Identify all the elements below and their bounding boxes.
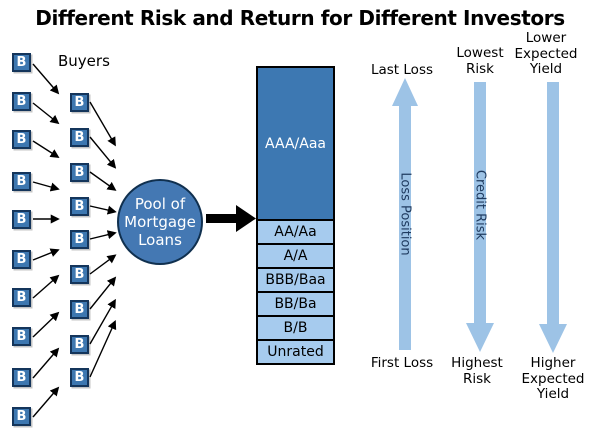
- buyer-box: B: [70, 368, 89, 387]
- buyer-box: B: [12, 130, 31, 149]
- tranche-aaa: AAA/Aaa: [258, 68, 333, 219]
- buyer-box: B: [12, 327, 31, 346]
- buyer-arrow: [89, 298, 116, 345]
- buyer-arrow: [32, 140, 60, 158]
- buyer-arrow: [32, 347, 60, 379]
- buyer-arrow: [32, 181, 60, 192]
- loss-position-text: Loss Position: [397, 172, 413, 256]
- buyer-arrow: [89, 136, 117, 169]
- buyer-box: B: [12, 288, 31, 307]
- buyer-box: B: [12, 92, 31, 111]
- buyers-label: Buyers: [58, 52, 110, 70]
- buyer-arrow: [89, 171, 117, 191]
- buyer-arrow: [89, 254, 117, 275]
- lower-expected-yield-label: Lower Expected Yield: [514, 30, 578, 77]
- buyer-box: B: [70, 335, 89, 354]
- tranche-bbb: BBB/Baa: [258, 267, 333, 291]
- buyer-box: B: [70, 265, 89, 284]
- buyer-arrow: [32, 274, 60, 299]
- buyer-box: B: [70, 300, 89, 319]
- buyer-box: B: [12, 53, 31, 72]
- highest-risk-label: Highest Risk: [451, 355, 503, 387]
- buyer-box: B: [12, 172, 31, 191]
- buyer-box: B: [12, 250, 31, 269]
- buyer-box: B: [70, 163, 89, 182]
- first-loss-label: First Loss: [370, 355, 434, 371]
- tranche-unrated: Unrated: [258, 339, 333, 363]
- buyer-arrow: [32, 102, 60, 125]
- pool-of-mortgage-loans: Pool of Mortgage Loans: [117, 179, 203, 265]
- buyer-arrow: [32, 63, 60, 95]
- buyer-arrow: [89, 101, 116, 147]
- tranche-bb: BB/Ba: [258, 291, 333, 315]
- buyer-box: B: [70, 230, 89, 249]
- expected-yield-arrow: [539, 82, 567, 353]
- higher-expected-yield-label: Higher Expected Yield: [521, 355, 585, 402]
- buyer-box: B: [12, 407, 31, 426]
- diagram-title: Different Risk and Return for Different …: [35, 6, 565, 30]
- last-loss-label: Last Loss: [370, 62, 434, 78]
- tranche-column: AAA/Aaa AA/Aa A/A BBB/Baa BB/Ba B/B Unra…: [256, 66, 335, 365]
- tranche-a: A/A: [258, 243, 333, 267]
- buyer-arrow: [89, 205, 117, 215]
- tranche-b: B/B: [258, 315, 333, 339]
- tranche-aa: AA/Aa: [258, 219, 333, 243]
- credit-risk-text: Credit Risk: [472, 169, 488, 241]
- lowest-risk-label: Lowest Risk: [456, 45, 504, 77]
- buyer-arrow: [89, 230, 117, 240]
- buyer-arrow: [89, 319, 117, 378]
- buyer-arrow: [32, 311, 60, 338]
- buyer-arrow: [32, 248, 60, 261]
- pool-to-tranches-arrow: [206, 205, 256, 232]
- buyer-box: B: [70, 93, 89, 112]
- buyer-box: B: [70, 197, 89, 216]
- buyer-box: B: [12, 368, 31, 387]
- buyer-box: B: [12, 210, 31, 229]
- buyer-arrow: [89, 276, 117, 310]
- buyer-arrow: [32, 386, 60, 418]
- buyer-box: B: [70, 128, 89, 147]
